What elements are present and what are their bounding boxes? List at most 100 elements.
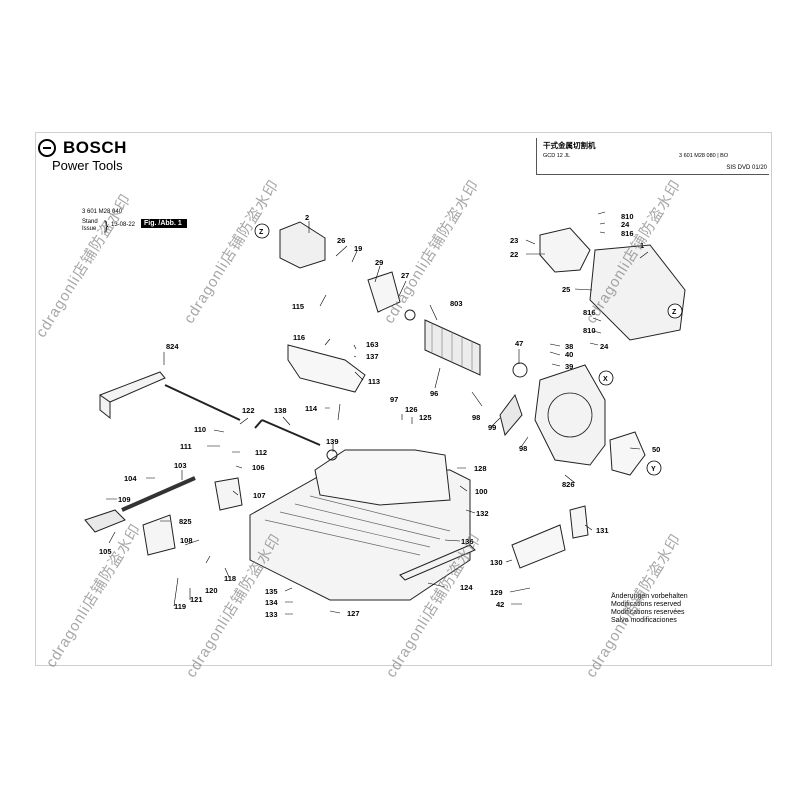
callout-127: 127 bbox=[347, 609, 360, 618]
armature-part bbox=[424, 319, 481, 376]
base-ribs bbox=[264, 495, 451, 556]
callout-100: 100 bbox=[475, 487, 488, 496]
marker-z-left: Z bbox=[259, 229, 264, 236]
callout-121: 121 bbox=[190, 595, 203, 604]
dvd-reference: SIS DVD 01/20 bbox=[726, 165, 767, 171]
callout-112: 112 bbox=[255, 448, 267, 457]
callout-135: 135 bbox=[265, 587, 278, 596]
callout-133: 133 bbox=[265, 610, 278, 619]
marker-y: Y bbox=[651, 466, 656, 473]
callout-137: 137 bbox=[366, 352, 379, 361]
screw-139-part bbox=[326, 449, 338, 461]
callout-163: 163 bbox=[366, 340, 379, 349]
tool-model: GCD 12 JL bbox=[543, 153, 571, 159]
bracket-part bbox=[214, 477, 243, 511]
notice-en: Modifications reserved bbox=[611, 601, 682, 608]
modification-notice: Änderungen vorbehalten Modifications res… bbox=[611, 593, 688, 625]
callout-98-right: 98 bbox=[519, 444, 527, 453]
baffle-part bbox=[367, 271, 401, 313]
callout-116: 116 bbox=[293, 333, 305, 342]
callout-134: 134 bbox=[265, 598, 278, 607]
notice-de: Änderungen vorbehalten bbox=[611, 593, 688, 600]
gear-housing-part bbox=[534, 364, 606, 466]
diagram-part-number: 3 601 M28 040 bbox=[82, 209, 123, 215]
callout-126: 126 bbox=[405, 405, 418, 414]
guard-part bbox=[287, 344, 366, 393]
marker-z-right: Z bbox=[672, 309, 677, 316]
tool-title: 干式金属切割机 bbox=[543, 141, 596, 150]
marker-z-right-circle bbox=[667, 303, 683, 319]
callout-115: 115 bbox=[292, 302, 304, 311]
callout-125: 125 bbox=[419, 413, 432, 422]
callout-824: 824 bbox=[166, 342, 179, 351]
chip-tray-part bbox=[511, 524, 566, 569]
callout-104: 104 bbox=[124, 474, 137, 483]
callout-27: 27 bbox=[401, 271, 409, 280]
issue-label: Issue bbox=[82, 226, 97, 232]
callout-40: 40 bbox=[565, 350, 573, 359]
callout-38: 38 bbox=[565, 342, 573, 351]
callout-114: 114 bbox=[305, 404, 318, 413]
product-line: Power Tools bbox=[52, 158, 123, 173]
callout-139: 139 bbox=[326, 437, 339, 446]
callout-103: 103 bbox=[174, 461, 187, 470]
callout-39: 39 bbox=[565, 362, 573, 371]
brand-name: BOSCH bbox=[63, 138, 127, 157]
marker-x-circle bbox=[598, 370, 614, 386]
vise-jaw-part bbox=[142, 514, 176, 556]
callout-50: 50 bbox=[652, 445, 660, 454]
notice-fr: Modifications reservées bbox=[611, 609, 685, 616]
callout-labels: 2 26 19 29 27 115 116 163 137 113 803 23… bbox=[99, 212, 660, 619]
callout-108: 108 bbox=[180, 536, 193, 545]
callout-120: 120 bbox=[205, 586, 218, 595]
callout-2: 2 bbox=[305, 213, 309, 222]
callout-105: 105 bbox=[99, 547, 112, 556]
callout-99: 99 bbox=[488, 423, 496, 432]
callout-26: 26 bbox=[337, 236, 345, 245]
callout-136: 136 bbox=[461, 537, 474, 546]
spring-part bbox=[499, 393, 523, 437]
callout-129: 129 bbox=[490, 588, 503, 597]
rail-part bbox=[399, 544, 476, 581]
callout-24-top: 24 bbox=[621, 220, 630, 229]
callout-124: 124 bbox=[460, 583, 473, 592]
callout-110: 110 bbox=[194, 425, 206, 434]
callout-22: 22 bbox=[510, 250, 518, 259]
gear-cover-part bbox=[609, 431, 646, 476]
callout-106: 106 bbox=[252, 463, 265, 472]
callout-130: 130 bbox=[490, 558, 503, 567]
callout-107: 107 bbox=[253, 491, 266, 500]
lead-screw-part bbox=[121, 476, 196, 512]
housing-cover-part bbox=[539, 227, 591, 273]
bosch-armature-icon bbox=[38, 139, 56, 157]
callout-131: 131 bbox=[596, 526, 609, 535]
hex-key-part bbox=[254, 419, 321, 446]
marker-x: X bbox=[603, 376, 608, 383]
callout-826: 826 bbox=[562, 480, 575, 489]
callout-138: 138 bbox=[274, 406, 287, 415]
callout-118: 118 bbox=[224, 574, 236, 583]
callout-109: 109 bbox=[118, 495, 131, 504]
fence-rod bbox=[164, 384, 241, 421]
drawing-frame bbox=[35, 132, 772, 666]
callout-98-left: 98 bbox=[472, 413, 480, 422]
callout-810-top: 810 bbox=[621, 212, 634, 221]
issue-date: 13-08-22 bbox=[111, 222, 136, 228]
callout-803: 803 bbox=[450, 299, 463, 308]
marker-z-left-circle bbox=[254, 223, 270, 239]
brace-glyph: } bbox=[104, 218, 109, 233]
latch-part bbox=[569, 505, 589, 539]
callout-25: 25 bbox=[562, 285, 570, 294]
callout-816-top: 816 bbox=[621, 229, 634, 238]
callout-128: 128 bbox=[474, 464, 487, 473]
tool-model-number: 3 601 M28 080 | BO bbox=[679, 153, 729, 159]
stand-upper-part bbox=[314, 449, 451, 506]
callout-96: 96 bbox=[430, 389, 438, 398]
callout-97: 97 bbox=[390, 395, 398, 404]
callout-1: 1 bbox=[640, 241, 644, 250]
stand-label: Stand bbox=[82, 219, 98, 225]
bosch-logo: BOSCH bbox=[38, 138, 127, 158]
stand-issue-labels: Stand Issue bbox=[82, 219, 98, 233]
